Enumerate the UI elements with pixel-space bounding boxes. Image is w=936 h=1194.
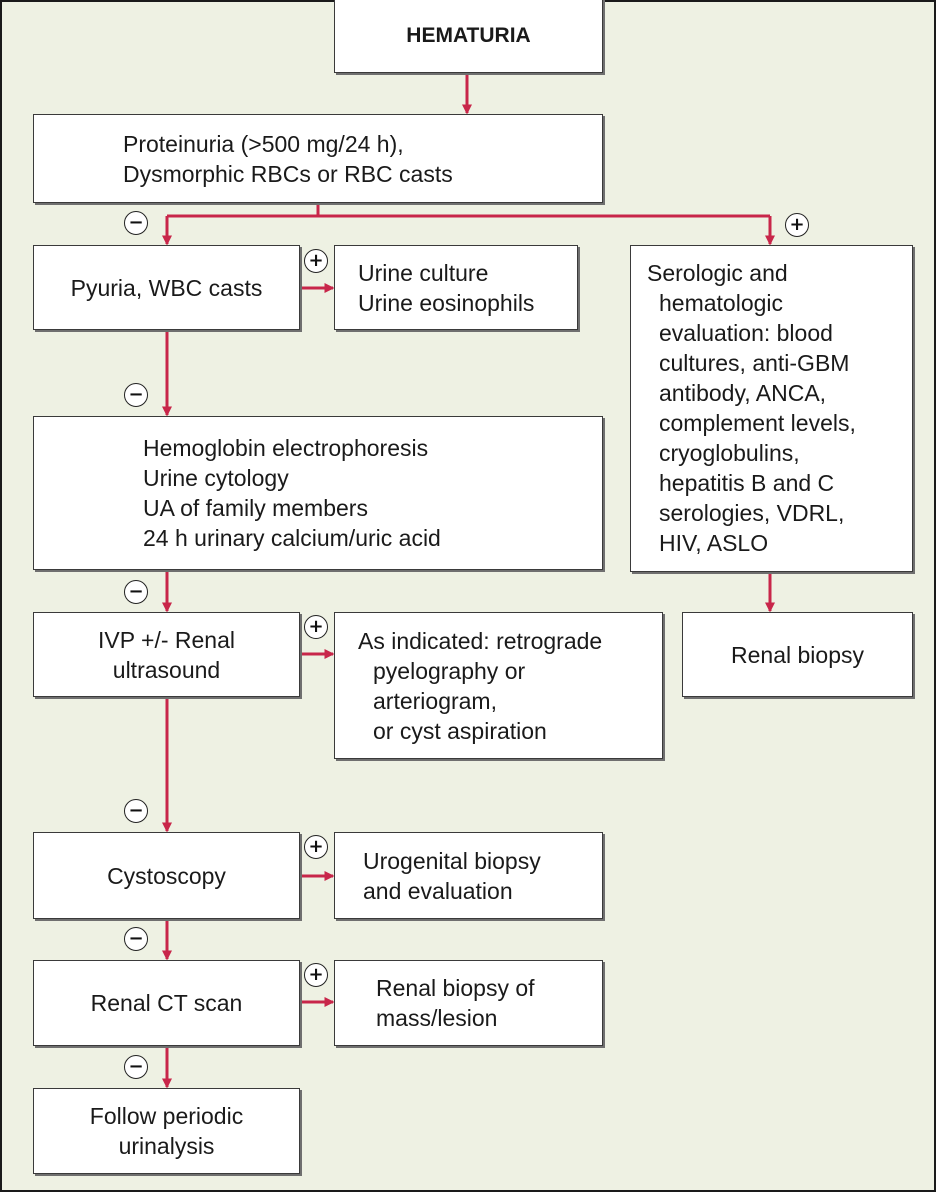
follow-line-1: Follow periodic bbox=[89, 1103, 244, 1129]
proteinuria-box: Proteinuria (>500 mg/24 h), Dysmorphic R… bbox=[33, 114, 603, 203]
pyuria-line-1: Pyuria, WBC casts bbox=[70, 274, 263, 301]
as-indicated-line-4: or cyst aspiration bbox=[373, 717, 547, 744]
negative-sign: − bbox=[124, 927, 148, 951]
negative-sign: − bbox=[124, 1055, 148, 1079]
proteinuria-line-2: Dysmorphic RBCs or RBC casts bbox=[123, 160, 453, 187]
cystoscopy-line-1: Cystoscopy bbox=[107, 862, 226, 889]
hematuria-title: HEMATURIA bbox=[406, 23, 531, 47]
positive-sign: + bbox=[304, 963, 328, 987]
follow-urinalysis-box: Follow periodic urinalysis bbox=[33, 1088, 300, 1174]
urine-culture-line-1: Urine culture bbox=[358, 259, 489, 286]
positive-sign: + bbox=[304, 835, 328, 859]
as-indicated-box: As indicated: retrograde pyelography or … bbox=[334, 612, 663, 759]
serologic-line-4: cultures, anti-GBM bbox=[659, 350, 850, 376]
positive-sign: + bbox=[304, 615, 328, 639]
renal-ct-line-1: Renal CT scan bbox=[90, 990, 243, 1016]
serologic-evaluation-box: Serologic and hematologic evaluation: bl… bbox=[630, 245, 913, 572]
ivp-ultrasound-box: IVP +/- Renal ultrasound bbox=[33, 612, 300, 697]
cystoscopy-box: Cystoscopy bbox=[33, 832, 300, 919]
hemoglobin-line-4: 24 h urinary calcium/uric acid bbox=[143, 525, 441, 551]
serologic-line-5: antibody, ANCA, bbox=[659, 380, 827, 406]
proteinuria-line-1: Proteinuria (>500 mg/24 h), bbox=[123, 130, 404, 157]
renal-biopsy-box: Renal biopsy bbox=[682, 612, 913, 697]
renal-biopsy-mass-line-2: mass/lesion bbox=[376, 1005, 498, 1031]
follow-line-2: urinalysis bbox=[118, 1133, 215, 1159]
negative-sign: − bbox=[124, 580, 148, 604]
pyuria-box: Pyuria, WBC casts bbox=[33, 245, 300, 330]
as-indicated-line-2: pyelography or bbox=[373, 657, 526, 684]
negative-sign: − bbox=[124, 383, 148, 407]
renal-biopsy-mass-line-1: Renal biopsy of bbox=[376, 975, 535, 1001]
urogenital-box: Urogenital biopsy and evaluation bbox=[334, 832, 603, 919]
hemoglobin-line-1: Hemoglobin electrophoresis bbox=[143, 435, 429, 461]
urogenital-line-2: and evaluation bbox=[363, 877, 513, 904]
serologic-line-2: hematologic bbox=[659, 290, 784, 316]
serologic-line-1: Serologic and bbox=[647, 260, 788, 286]
ivp-line-2: ultrasound bbox=[112, 656, 221, 683]
serologic-line-7: cryoglobulins, bbox=[659, 440, 800, 466]
hemoglobin-evaluation-box: Hemoglobin electrophoresis Urine cytolog… bbox=[33, 416, 603, 570]
hemoglobin-line-2: Urine cytology bbox=[143, 465, 289, 491]
urine-culture-line-2: Urine eosinophils bbox=[358, 289, 535, 316]
renal-ct-box: Renal CT scan bbox=[33, 960, 300, 1046]
hematuria-title-box: HEMATURIA bbox=[334, 0, 603, 73]
urine-culture-box: Urine culture Urine eosinophils bbox=[334, 245, 578, 330]
serologic-line-9: serologies, VDRL, bbox=[659, 500, 845, 526]
as-indicated-line-1: As indicated: retrograde bbox=[358, 627, 603, 654]
serologic-line-3: evaluation: blood bbox=[659, 320, 833, 346]
negative-sign: − bbox=[124, 211, 148, 235]
serologic-line-8: hepatitis B and C bbox=[659, 470, 835, 496]
serologic-line-10: HIV, ASLO bbox=[659, 530, 769, 556]
renal-biopsy-mass-box: Renal biopsy of mass/lesion bbox=[334, 960, 603, 1046]
positive-sign: + bbox=[304, 249, 328, 273]
ivp-line-1: IVP +/- Renal bbox=[97, 626, 235, 653]
as-indicated-line-3: arteriogram, bbox=[373, 687, 497, 714]
serologic-line-6: complement levels, bbox=[659, 410, 856, 436]
negative-sign: − bbox=[124, 799, 148, 823]
positive-sign: + bbox=[785, 213, 809, 237]
renal-biopsy-line-1: Renal biopsy bbox=[731, 641, 864, 668]
urogenital-line-1: Urogenital biopsy bbox=[363, 847, 541, 874]
hemoglobin-line-3: UA of family members bbox=[143, 495, 368, 521]
